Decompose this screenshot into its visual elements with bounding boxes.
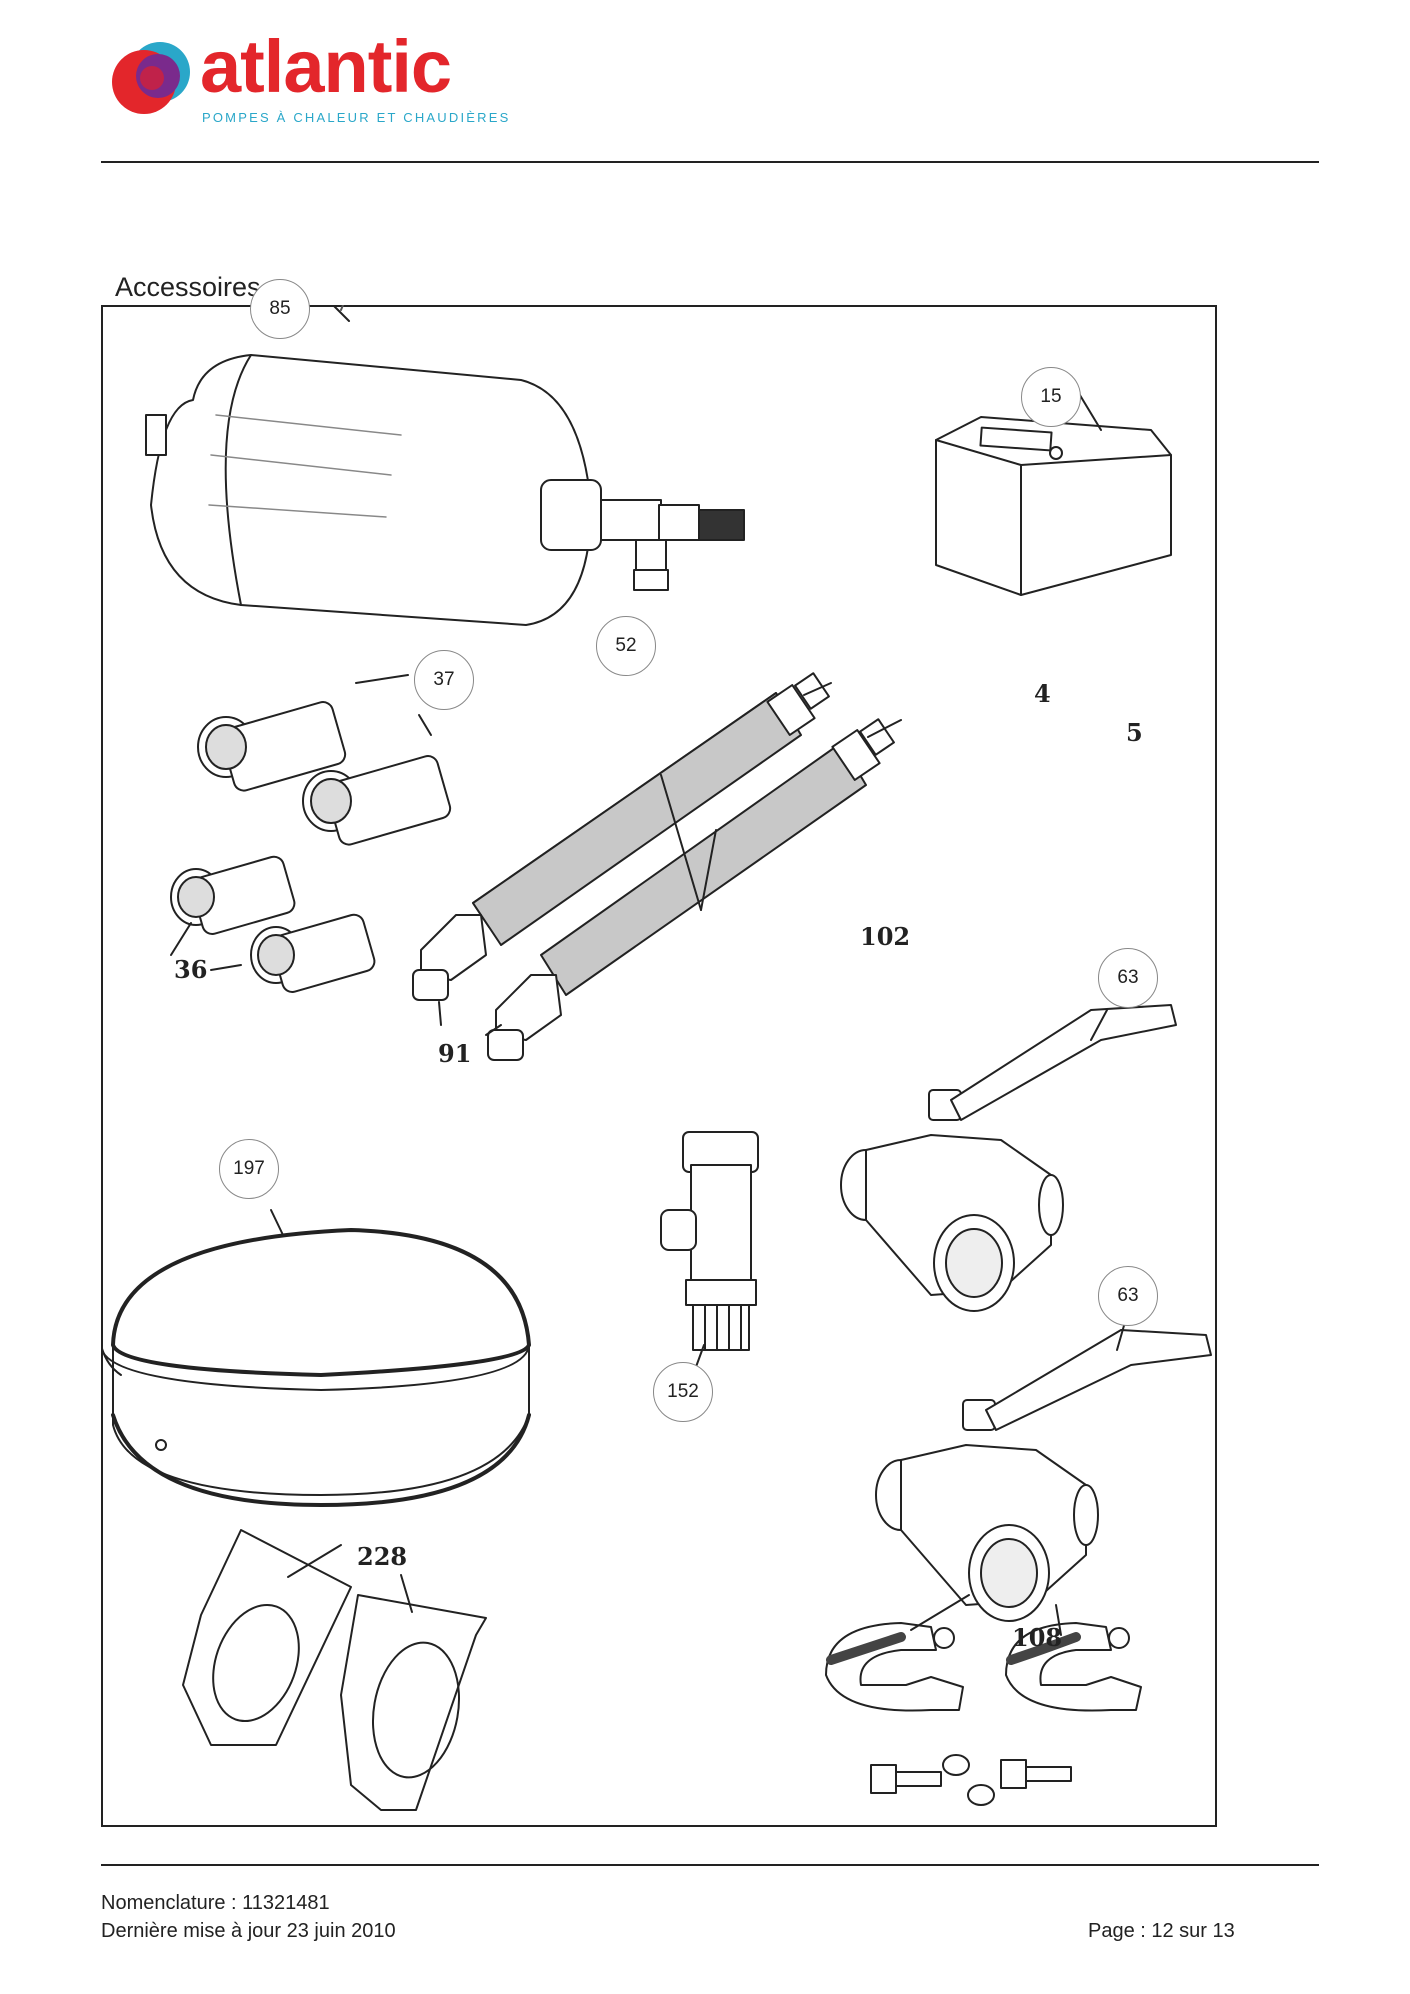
callout-152: 152 — [653, 1362, 713, 1422]
compression-fittings-37 — [197, 674, 452, 846]
header-rule — [101, 161, 1319, 163]
callout-37: 37 — [414, 650, 474, 710]
logo-emblem-icon — [112, 42, 190, 114]
insulated-pipes — [412, 672, 902, 1061]
three-way-valve-top — [840, 1004, 1177, 1312]
callout-63-bottom: 63 — [1098, 1266, 1158, 1326]
label-4: 4 — [1034, 679, 1051, 708]
label-108: 108 — [1012, 1623, 1063, 1652]
footer-page-number: Page : 12 sur 13 — [1088, 1920, 1235, 1942]
callout-15: 15 — [1021, 367, 1081, 427]
section-title: Accessoires — [115, 272, 261, 302]
pipe-clips — [825, 1594, 1142, 1806]
label-102: 102 — [860, 922, 911, 951]
callout-85: 85 — [250, 279, 310, 339]
footer-updated: Dernière mise à jour 23 juin 2010 — [101, 1920, 396, 1942]
label-5: 5 — [1126, 718, 1143, 747]
callout-197: 197 — [219, 1139, 279, 1199]
parts-drawing — [101, 305, 1212, 1811]
label-91: 91 — [438, 1039, 472, 1068]
brand-tagline: POMPES À CHALEUR ET CHAUDIÈRES — [202, 110, 511, 125]
brand-logo: atlantic POMPES À CHALEUR ET CHAUDIÈRES — [112, 30, 508, 133]
expansion-vessel-cylinder — [145, 305, 745, 626]
label-36: 36 — [174, 955, 208, 984]
three-way-valve-bottom — [875, 1321, 1212, 1622]
footer-rule — [101, 1864, 1319, 1866]
label-228: 228 — [357, 1542, 408, 1571]
safety-valve — [660, 1131, 759, 1376]
footer-nomenclature: Nomenclature : 11321481 — [101, 1892, 330, 1914]
mounting-plates — [182, 1529, 487, 1811]
expansion-vessel-round — [101, 1209, 531, 1507]
callout-52: 52 — [596, 616, 656, 676]
callout-63-top: 63 — [1098, 948, 1158, 1008]
compression-fittings-36 — [170, 855, 376, 993]
brand-name: atlantic — [200, 25, 452, 108]
cover-box — [935, 376, 1172, 596]
